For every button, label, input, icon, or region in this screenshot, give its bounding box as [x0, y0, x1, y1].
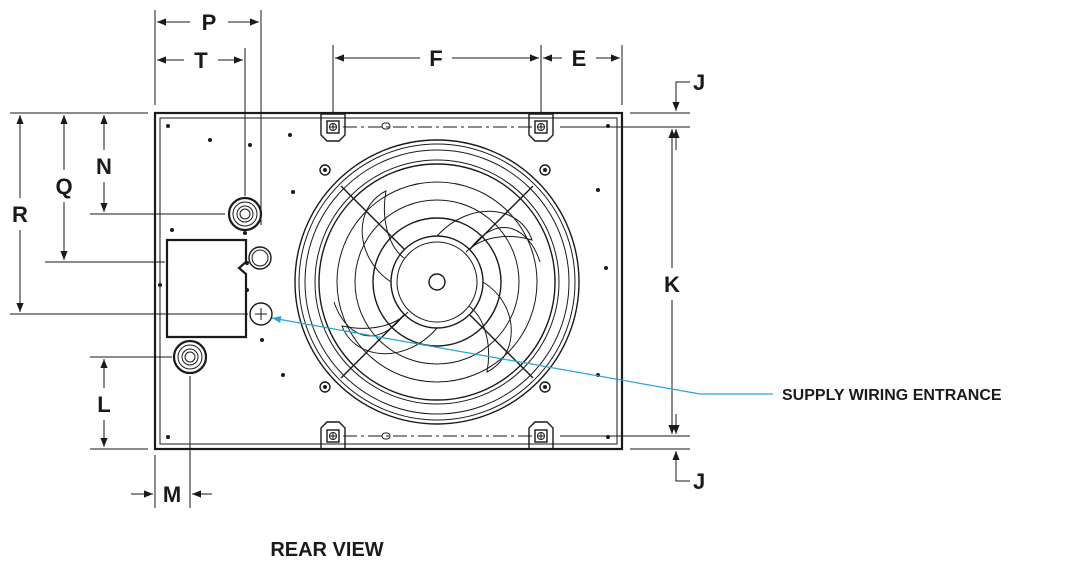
dim-label-q: Q	[55, 174, 72, 199]
fan-assembly	[294, 139, 580, 425]
dim-label-f: F	[429, 46, 442, 71]
extension-lines	[10, 10, 690, 508]
dim-label-k: K	[664, 272, 680, 297]
dim-label-m: M	[163, 482, 181, 507]
view-title: REAR VIEW	[270, 539, 383, 561]
dim-label-n: N	[96, 154, 112, 179]
dim-label-j-bottom: J	[693, 469, 705, 494]
dim-label-j-top: J	[693, 70, 705, 95]
mount-top-left	[320, 113, 346, 142]
supply-wiring-leader	[271, 316, 773, 395]
mount-bottom-right	[528, 421, 554, 450]
dimension-labels: P T F E J J N Q R K L M	[12, 10, 705, 507]
slot-hole	[381, 432, 391, 440]
dim-label-t: T	[194, 48, 208, 73]
dimension-arrows	[16, 18, 690, 498]
mount-top-right	[528, 113, 554, 142]
pipe-fitting-lower	[172, 339, 208, 375]
dim-label-r: R	[12, 202, 28, 227]
housing-panel	[153, 111, 624, 451]
mount-bottom-left	[320, 421, 346, 450]
supply-wiring-entrance-hole	[249, 302, 273, 326]
supply-wiring-entrance-label: SUPPLY WIRING ENTRANCE	[782, 387, 1002, 404]
dim-label-l: L	[97, 392, 110, 417]
knockout-middle	[248, 246, 272, 270]
dim-label-p: P	[202, 10, 217, 35]
dim-label-e: E	[572, 46, 587, 71]
mount-brackets	[320, 113, 554, 450]
electrical-box	[165, 238, 249, 339]
pipe-fitting-upper	[227, 196, 263, 232]
slot-hole	[381, 122, 391, 130]
